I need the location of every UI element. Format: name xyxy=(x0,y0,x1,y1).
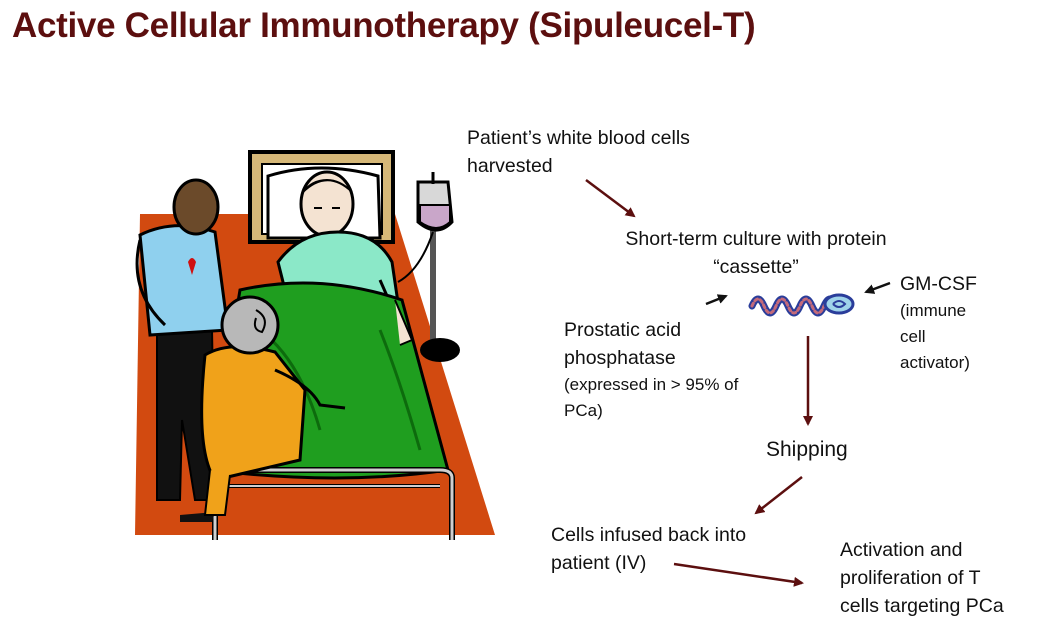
step-activation-label: Activation and proliferation of T cells … xyxy=(840,539,1004,617)
gmcsf-note: (immune xyxy=(900,301,967,320)
step-infused-label: Cells infused back into patient (IV) xyxy=(551,524,747,574)
arrow-shipping-to-infused xyxy=(754,476,803,515)
page-title: Active Cellular Immunotherapy (Sipuleuce… xyxy=(12,6,756,45)
arrow-gmcsf-to-cassette xyxy=(864,281,891,294)
arrow-harvest-to-culture xyxy=(585,179,636,218)
arrow-pap-to-cassette xyxy=(705,294,728,306)
iv-bag-icon xyxy=(397,172,460,362)
seated-visitor xyxy=(200,295,346,516)
step-harvest-label: Patient’s white blood cells harvested xyxy=(467,127,690,177)
pap-label: Prostatic acid phosphatase (expressed in… xyxy=(564,319,739,420)
arrow-infused-to-activation xyxy=(673,562,804,587)
hospital-scene-illustration xyxy=(135,150,495,540)
patient-head xyxy=(299,170,355,238)
step-shipping-label: Shipping xyxy=(766,438,848,461)
standing-visitor xyxy=(135,178,230,522)
pap-note: (expressed in > 95% of xyxy=(564,375,739,394)
step-culture-label: Short-term culture with protein “cassett… xyxy=(625,228,887,278)
protein-cassette-icon xyxy=(748,293,855,317)
gmcsf-label: GM-CSF (immune cell activator) xyxy=(900,273,977,372)
